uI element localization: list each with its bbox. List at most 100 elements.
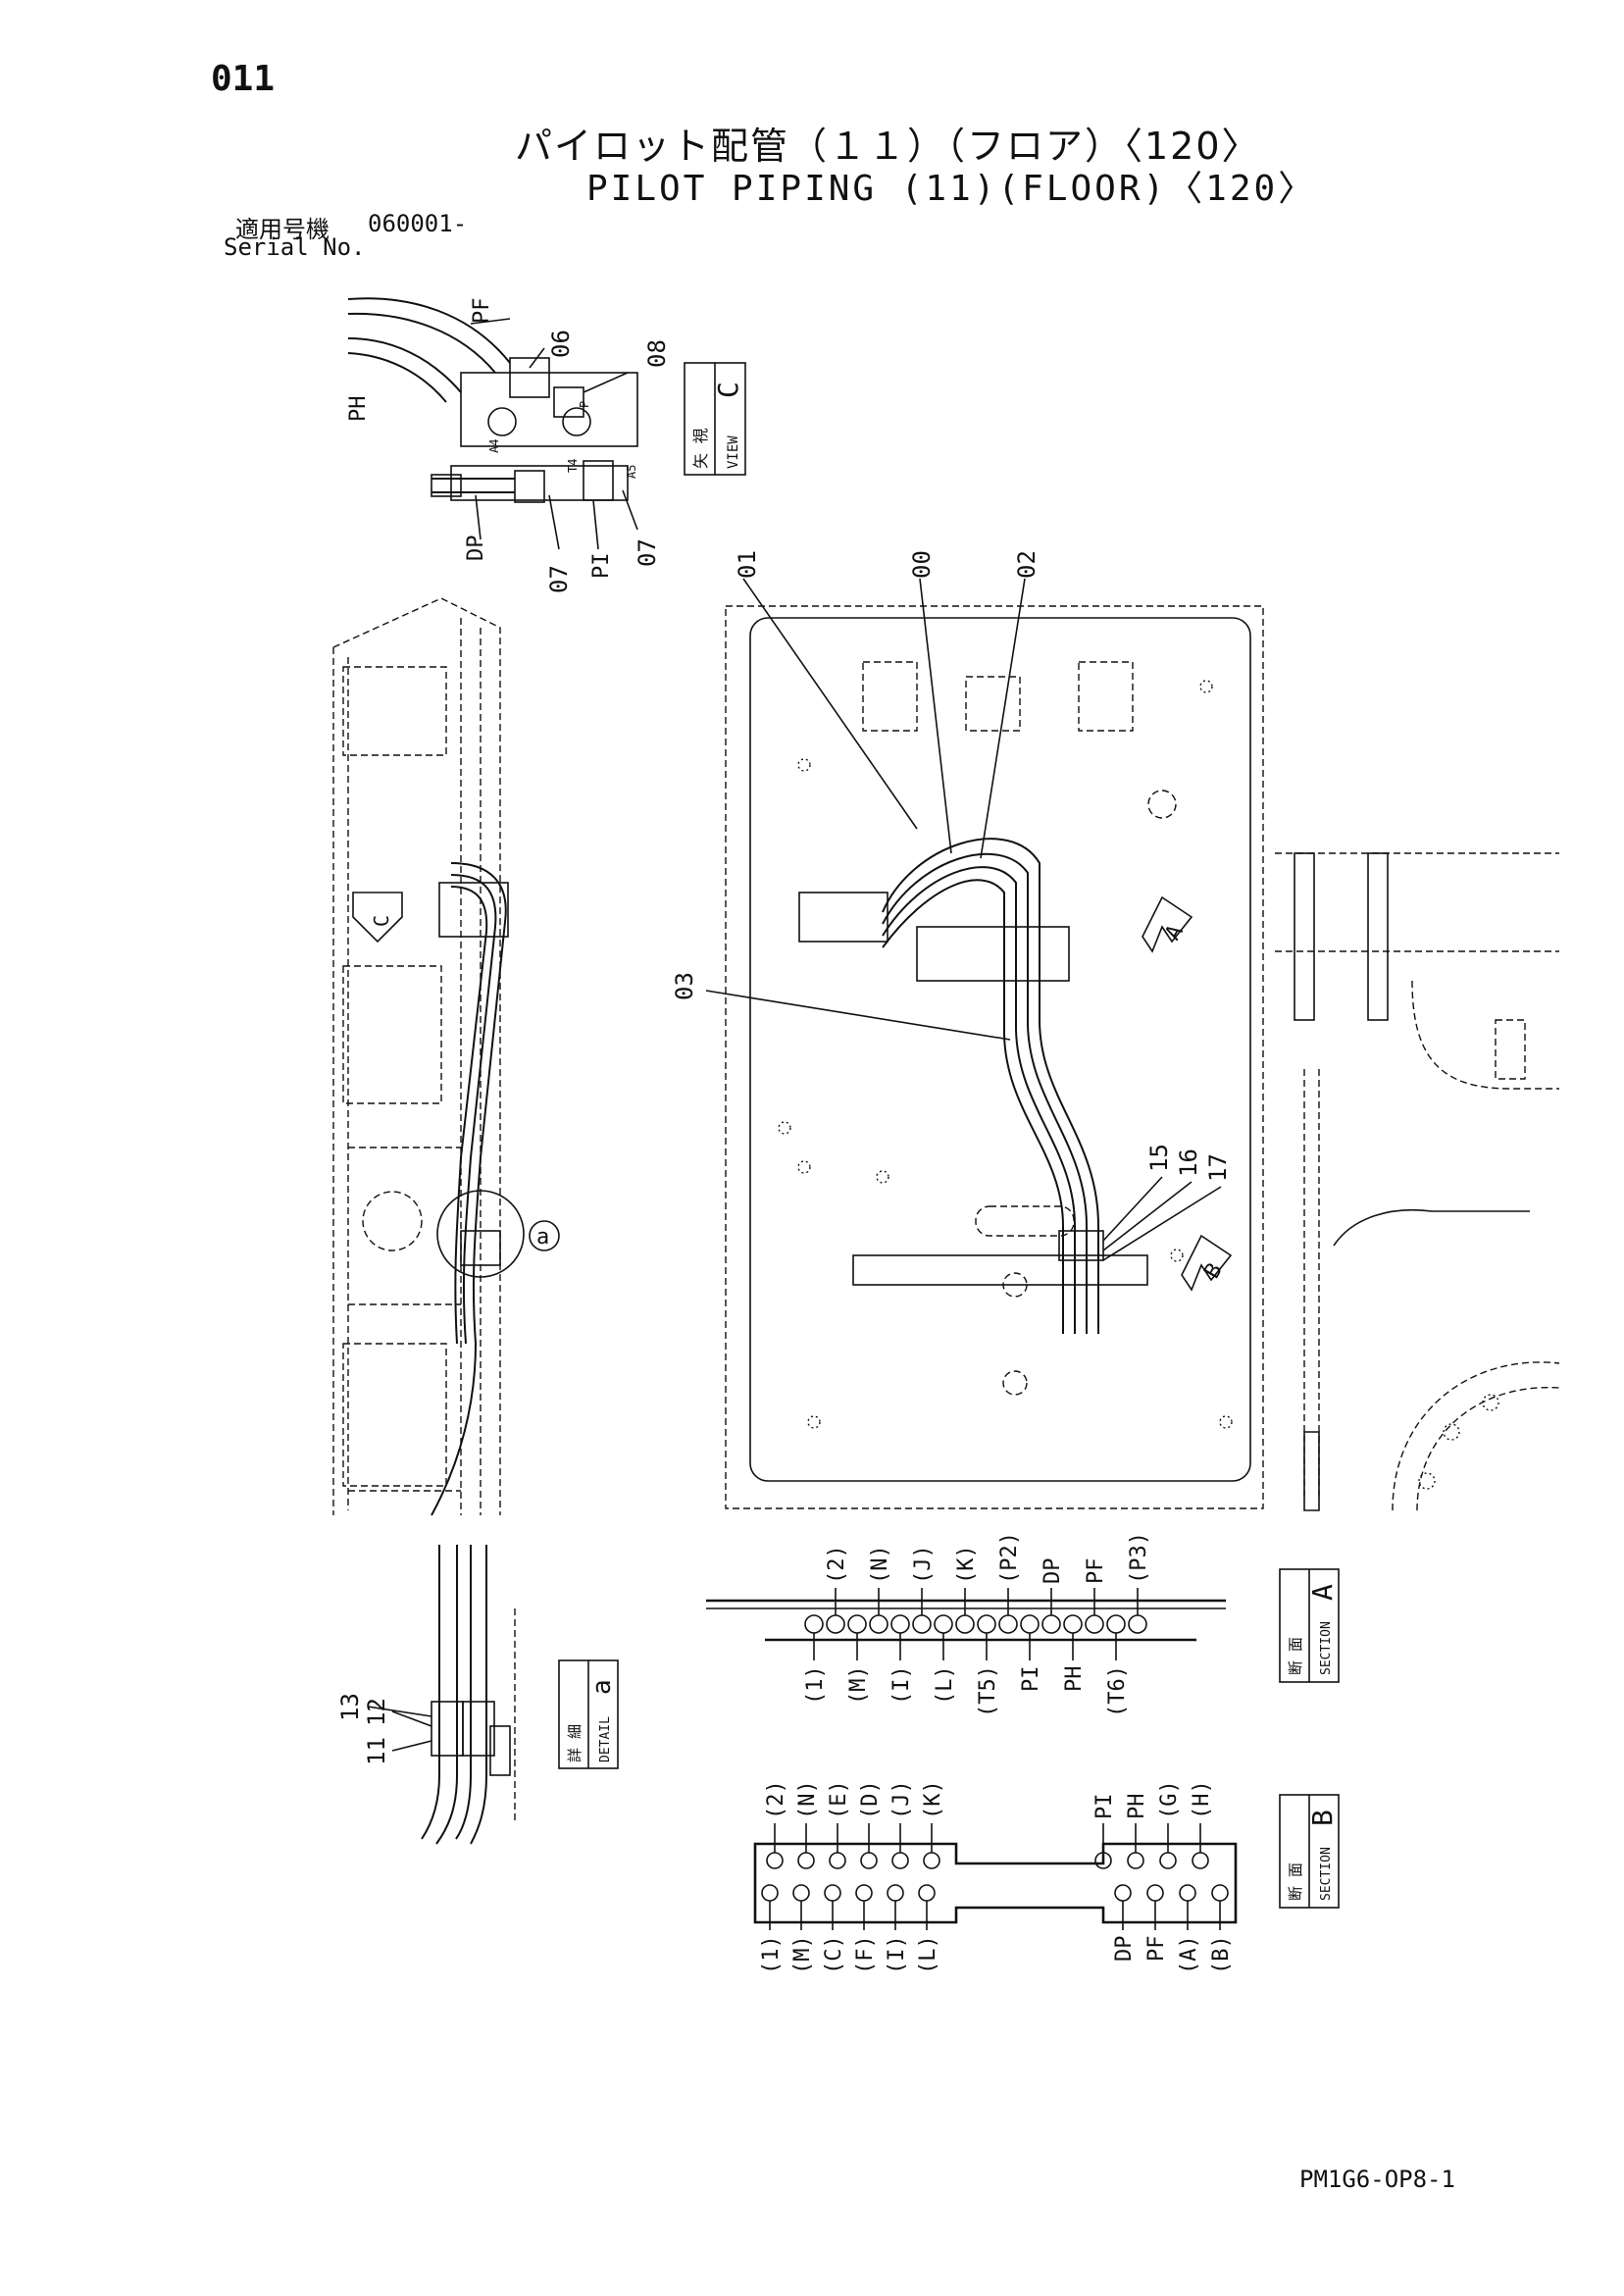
- section-a-label-en: SECTION: [1319, 1621, 1334, 1675]
- port-label: (N): [795, 1780, 820, 1819]
- port-circle: [887, 1884, 904, 1902]
- serial-value: 060001-: [368, 210, 468, 237]
- port-label: (L): [916, 1935, 940, 1974]
- port-circle: [1192, 1852, 1209, 1869]
- port-p: P: [578, 401, 591, 408]
- view-c-detail: PF PH DP PI 06 08 07 07 A4 A5 T4 P 矢 視 V…: [346, 297, 746, 593]
- port-circle: [890, 1614, 910, 1634]
- detail-a-label-jp: 詳 細: [566, 1724, 584, 1762]
- port-label: PI: [1092, 1794, 1117, 1820]
- view-c-label-jp: 矢 視: [691, 428, 710, 469]
- port-label: PH: [1125, 1794, 1149, 1820]
- callout-01: 01: [734, 550, 761, 579]
- port-label: (B): [1209, 1935, 1234, 1974]
- port-label: (2): [825, 1545, 849, 1584]
- section-b-label-en: SECTION: [1319, 1847, 1334, 1901]
- port-circle: [1128, 1614, 1147, 1634]
- port-label: (J): [911, 1545, 936, 1584]
- port-circle: [869, 1614, 888, 1634]
- port-circle: [761, 1884, 779, 1902]
- port-circle: [855, 1884, 873, 1902]
- callout-pf: PF: [470, 298, 494, 325]
- port-label: (T6): [1105, 1665, 1130, 1717]
- callout-07-left: 07: [545, 565, 573, 593]
- port-label: (H): [1190, 1780, 1214, 1819]
- port-label: DP: [1112, 1936, 1137, 1963]
- port-circle: [860, 1852, 878, 1869]
- port-label: (T5): [976, 1665, 1000, 1717]
- section-b: (2)(N)(E)(D)(J)(K) (1)(M)(C)(F)(I)(L) PI…: [753, 1780, 1340, 1974]
- port-label: PI: [1019, 1666, 1043, 1693]
- callout-16: 16: [1175, 1148, 1202, 1177]
- arrow-c-letter: C: [370, 915, 393, 927]
- port-label: (F): [853, 1935, 878, 1974]
- port-label: (M): [790, 1935, 815, 1974]
- circle-a-marker: a: [536, 1225, 549, 1250]
- page-number: 011: [211, 59, 276, 99]
- page-title-english: PILOT PIPING (11)(FLOOR)〈120〉: [586, 169, 1317, 209]
- port-label: (P3): [1127, 1532, 1151, 1584]
- port-label: PF: [1144, 1936, 1169, 1963]
- detail-a: 13 12 11 詳 細 DETAIL a: [336, 1545, 619, 1845]
- port-circle: [1106, 1614, 1126, 1634]
- port-label: (I): [889, 1665, 914, 1705]
- port-label: DP: [1040, 1558, 1065, 1585]
- port-label: (M): [846, 1665, 871, 1705]
- arrow-b-letter: B: [1200, 1259, 1228, 1283]
- callout-pi: PI: [589, 553, 614, 580]
- port-circle: [1114, 1884, 1132, 1902]
- section-b-label-jp: 断 面: [1287, 1862, 1304, 1901]
- callout-15: 15: [1145, 1144, 1173, 1172]
- serial-label-english: Serial No.: [224, 233, 366, 261]
- port-circle: [792, 1884, 810, 1902]
- callout-dp: DP: [464, 536, 488, 562]
- port-a4: A4: [487, 439, 501, 453]
- port-label: (P2): [997, 1532, 1022, 1584]
- port-label: PH: [1062, 1666, 1087, 1693]
- callout-ph: PH: [346, 396, 371, 423]
- port-circle: [1146, 1884, 1164, 1902]
- arrow-a-letter: A: [1161, 921, 1189, 944]
- port-circle: [934, 1614, 953, 1634]
- callout-02: 02: [1013, 550, 1040, 579]
- port-circle: [1159, 1852, 1177, 1869]
- port-circle: [1127, 1852, 1144, 1869]
- page-title-japanese: パイロット配管（１１）（フロア）〈120〉: [515, 125, 1261, 168]
- port-circle: [891, 1852, 909, 1869]
- callout-07-right: 07: [634, 538, 661, 567]
- port-label: (J): [889, 1780, 914, 1819]
- port-circle: [1063, 1614, 1083, 1634]
- port-circle: [829, 1852, 846, 1869]
- callout-13: 13: [336, 1693, 364, 1721]
- callout-00: 00: [908, 550, 936, 579]
- port-circle: [824, 1884, 841, 1902]
- section-b-letter: B: [1306, 1810, 1339, 1826]
- port-circle: [1179, 1884, 1196, 1902]
- port-circle: [998, 1614, 1018, 1634]
- right-frame-view: [1275, 852, 1560, 1511]
- port-circle: [1211, 1884, 1229, 1902]
- port-circle: [766, 1852, 784, 1869]
- port-label: (N): [868, 1545, 892, 1584]
- port-t4: T4: [566, 459, 580, 473]
- detail-a-label-en: DETAIL: [598, 1716, 613, 1762]
- callout-03: 03: [671, 972, 698, 1000]
- section-a-letter: A: [1306, 1584, 1339, 1601]
- view-c-label-en: VIEW: [726, 435, 741, 469]
- port-label: (1): [759, 1935, 784, 1974]
- port-label: (D): [858, 1780, 883, 1819]
- side-frame-view: a C: [332, 597, 560, 1516]
- port-circle: [918, 1884, 936, 1902]
- section-a-label-jp: 断 面: [1287, 1637, 1304, 1675]
- port-circle: [1085, 1614, 1104, 1634]
- port-label: (A): [1177, 1935, 1201, 1974]
- port-label: (1): [803, 1665, 828, 1705]
- port-circle: [977, 1614, 996, 1634]
- serial-label-japanese: 適用号機: [235, 216, 330, 243]
- callout-17: 17: [1204, 1153, 1232, 1182]
- port-label: (E): [827, 1780, 851, 1819]
- port-circle: [912, 1614, 932, 1634]
- port-circle: [847, 1614, 867, 1634]
- callout-12: 12: [363, 1698, 390, 1726]
